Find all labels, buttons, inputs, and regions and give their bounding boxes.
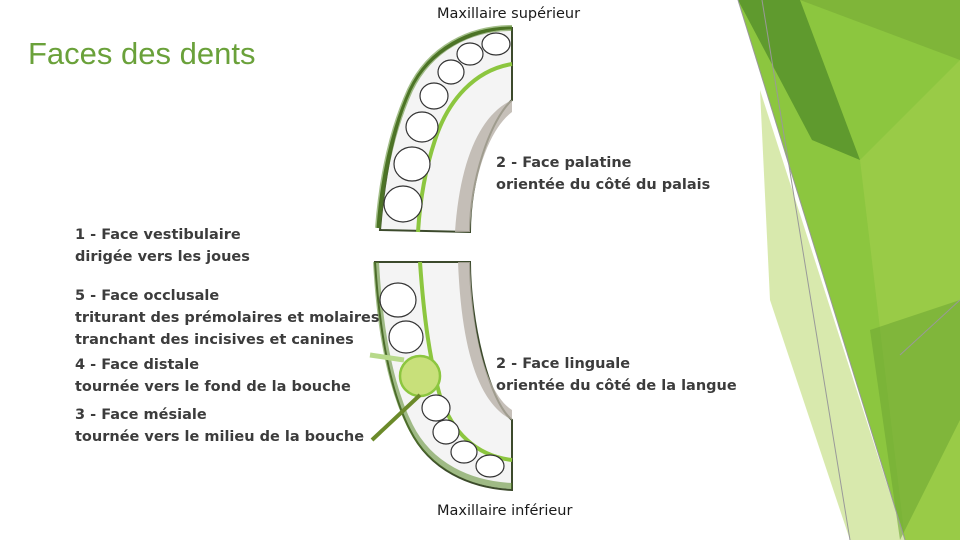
label-vestibulaire-desc: dirigée vers les joues <box>75 249 250 265</box>
distal-pointer <box>369 352 405 363</box>
label-mesiale-title: 3 - Face mésiale <box>75 407 207 423</box>
label-face-distale: 4 - Face distale tournée vers le fond de… <box>75 354 351 398</box>
label-linguale-title: 2 - Face linguale <box>496 356 631 372</box>
upper-jaw-label: Maxillaire supérieur <box>437 6 581 22</box>
label-palatine-desc: orientée du côté du palais <box>496 177 711 193</box>
label-linguale-desc: orientée du côté de la langue <box>496 378 737 394</box>
label-face-linguale: 2 - Face linguale orientée du côté de la… <box>496 353 737 397</box>
mesial-pointer <box>370 393 422 442</box>
label-distale-desc: tournée vers le fond de la bouche <box>75 379 351 395</box>
lower-jaw <box>373 261 513 492</box>
label-distale-title: 4 - Face distale <box>75 357 200 373</box>
lower-jaw-label: Maxillaire inférieur <box>437 503 573 519</box>
label-face-vestibulaire: 1 - Face vestibulaire dirigée vers les j… <box>75 224 250 268</box>
slide-title: Faces des dents <box>28 36 256 71</box>
label-occlusale-desc-2: tranchant des incisives et canines <box>75 332 354 348</box>
label-mesiale-desc: tournée vers le milieu de la bouche <box>75 429 365 445</box>
label-vestibulaire-title: 1 - Face vestibulaire <box>75 227 241 243</box>
label-face-occlusale: 5 - Face occlusale triturant des prémola… <box>75 285 380 351</box>
label-face-mesiale: 3 - Face mésiale tournée vers le milieu … <box>75 404 364 448</box>
highlighted-tooth <box>398 354 442 398</box>
label-palatine-title: 2 - Face palatine <box>496 155 632 171</box>
label-face-palatine: 2 - Face palatine orientée du côté du pa… <box>496 152 710 196</box>
label-occlusale-title: 5 - Face occlusale <box>75 288 220 304</box>
upper-jaw <box>375 25 513 234</box>
label-occlusale-desc-1: triturant des prémolaires et molaires <box>75 310 380 326</box>
